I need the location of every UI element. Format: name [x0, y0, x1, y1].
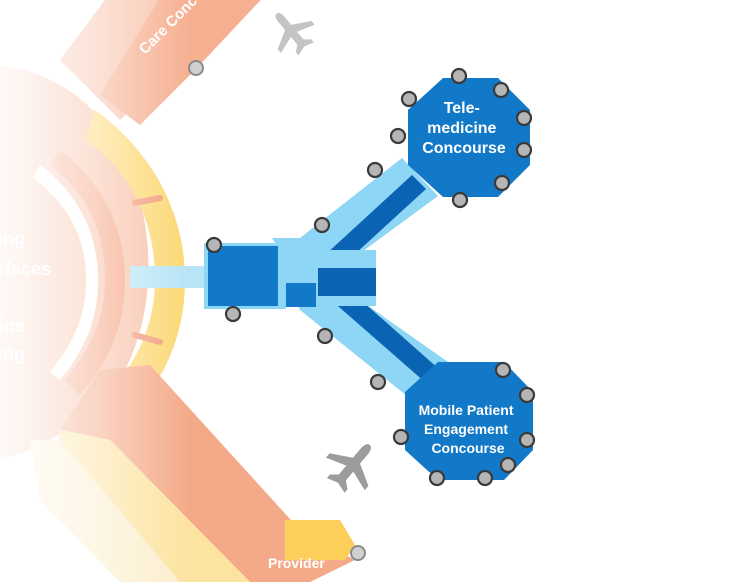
faded-label: rfaces: [0, 259, 51, 279]
hub-label-line: Concourse: [431, 440, 504, 456]
gate-marker[interactable]: [389, 127, 407, 145]
gate-marker[interactable]: [492, 81, 510, 99]
gate-marker[interactable]: [224, 305, 242, 323]
gate-marker[interactable]: [515, 141, 533, 159]
main-hub: [208, 246, 278, 306]
gate-marker[interactable]: [493, 174, 511, 192]
faded-label: ting: [0, 344, 25, 364]
gate-marker[interactable]: [450, 67, 468, 85]
hub-label-line: medicine: [427, 120, 496, 137]
gate-marker[interactable]: [518, 431, 536, 449]
corridors: [204, 158, 448, 400]
telemedicine-concourse-hub[interactable]: [408, 78, 530, 197]
airplane-icon: [325, 444, 371, 493]
ring-connector: [130, 266, 210, 288]
gate-marker[interactable]: [313, 216, 331, 234]
gate-marker[interactable]: [400, 90, 418, 108]
gate-marker[interactable]: [518, 386, 536, 404]
gate-marker[interactable]: [188, 60, 204, 76]
gate-marker[interactable]: [515, 109, 533, 127]
gate-marker[interactable]: [476, 469, 494, 487]
junction-center: [318, 268, 376, 296]
faded-bottom-label: Provider: [268, 555, 325, 571]
hub-label-line: Engagement: [424, 421, 508, 437]
gate-marker[interactable]: [451, 191, 469, 209]
gate-marker[interactable]: [369, 373, 387, 391]
gate-marker[interactable]: [428, 469, 446, 487]
hub-label-line: Concourse: [422, 140, 506, 157]
faded-label: ting: [0, 229, 25, 249]
hub-label-line: Tele-: [444, 100, 480, 117]
gate-marker[interactable]: [494, 361, 512, 379]
gate-marker[interactable]: [350, 545, 366, 561]
gate-marker[interactable]: [499, 456, 517, 474]
airplane-icon: [275, 12, 315, 56]
gate-marker[interactable]: [366, 161, 384, 179]
gate-marker[interactable]: [205, 236, 223, 254]
faded-label: line: [0, 316, 25, 336]
main-hub-neck: [286, 283, 316, 307]
hub-label-line: Mobile Patient: [419, 402, 514, 418]
provider-yellow-block: [285, 520, 355, 560]
mobile-concourse-label: Mobile Patient Engagement Concourse: [419, 402, 518, 456]
gate-marker[interactable]: [392, 428, 410, 446]
gate-marker[interactable]: [316, 327, 334, 345]
